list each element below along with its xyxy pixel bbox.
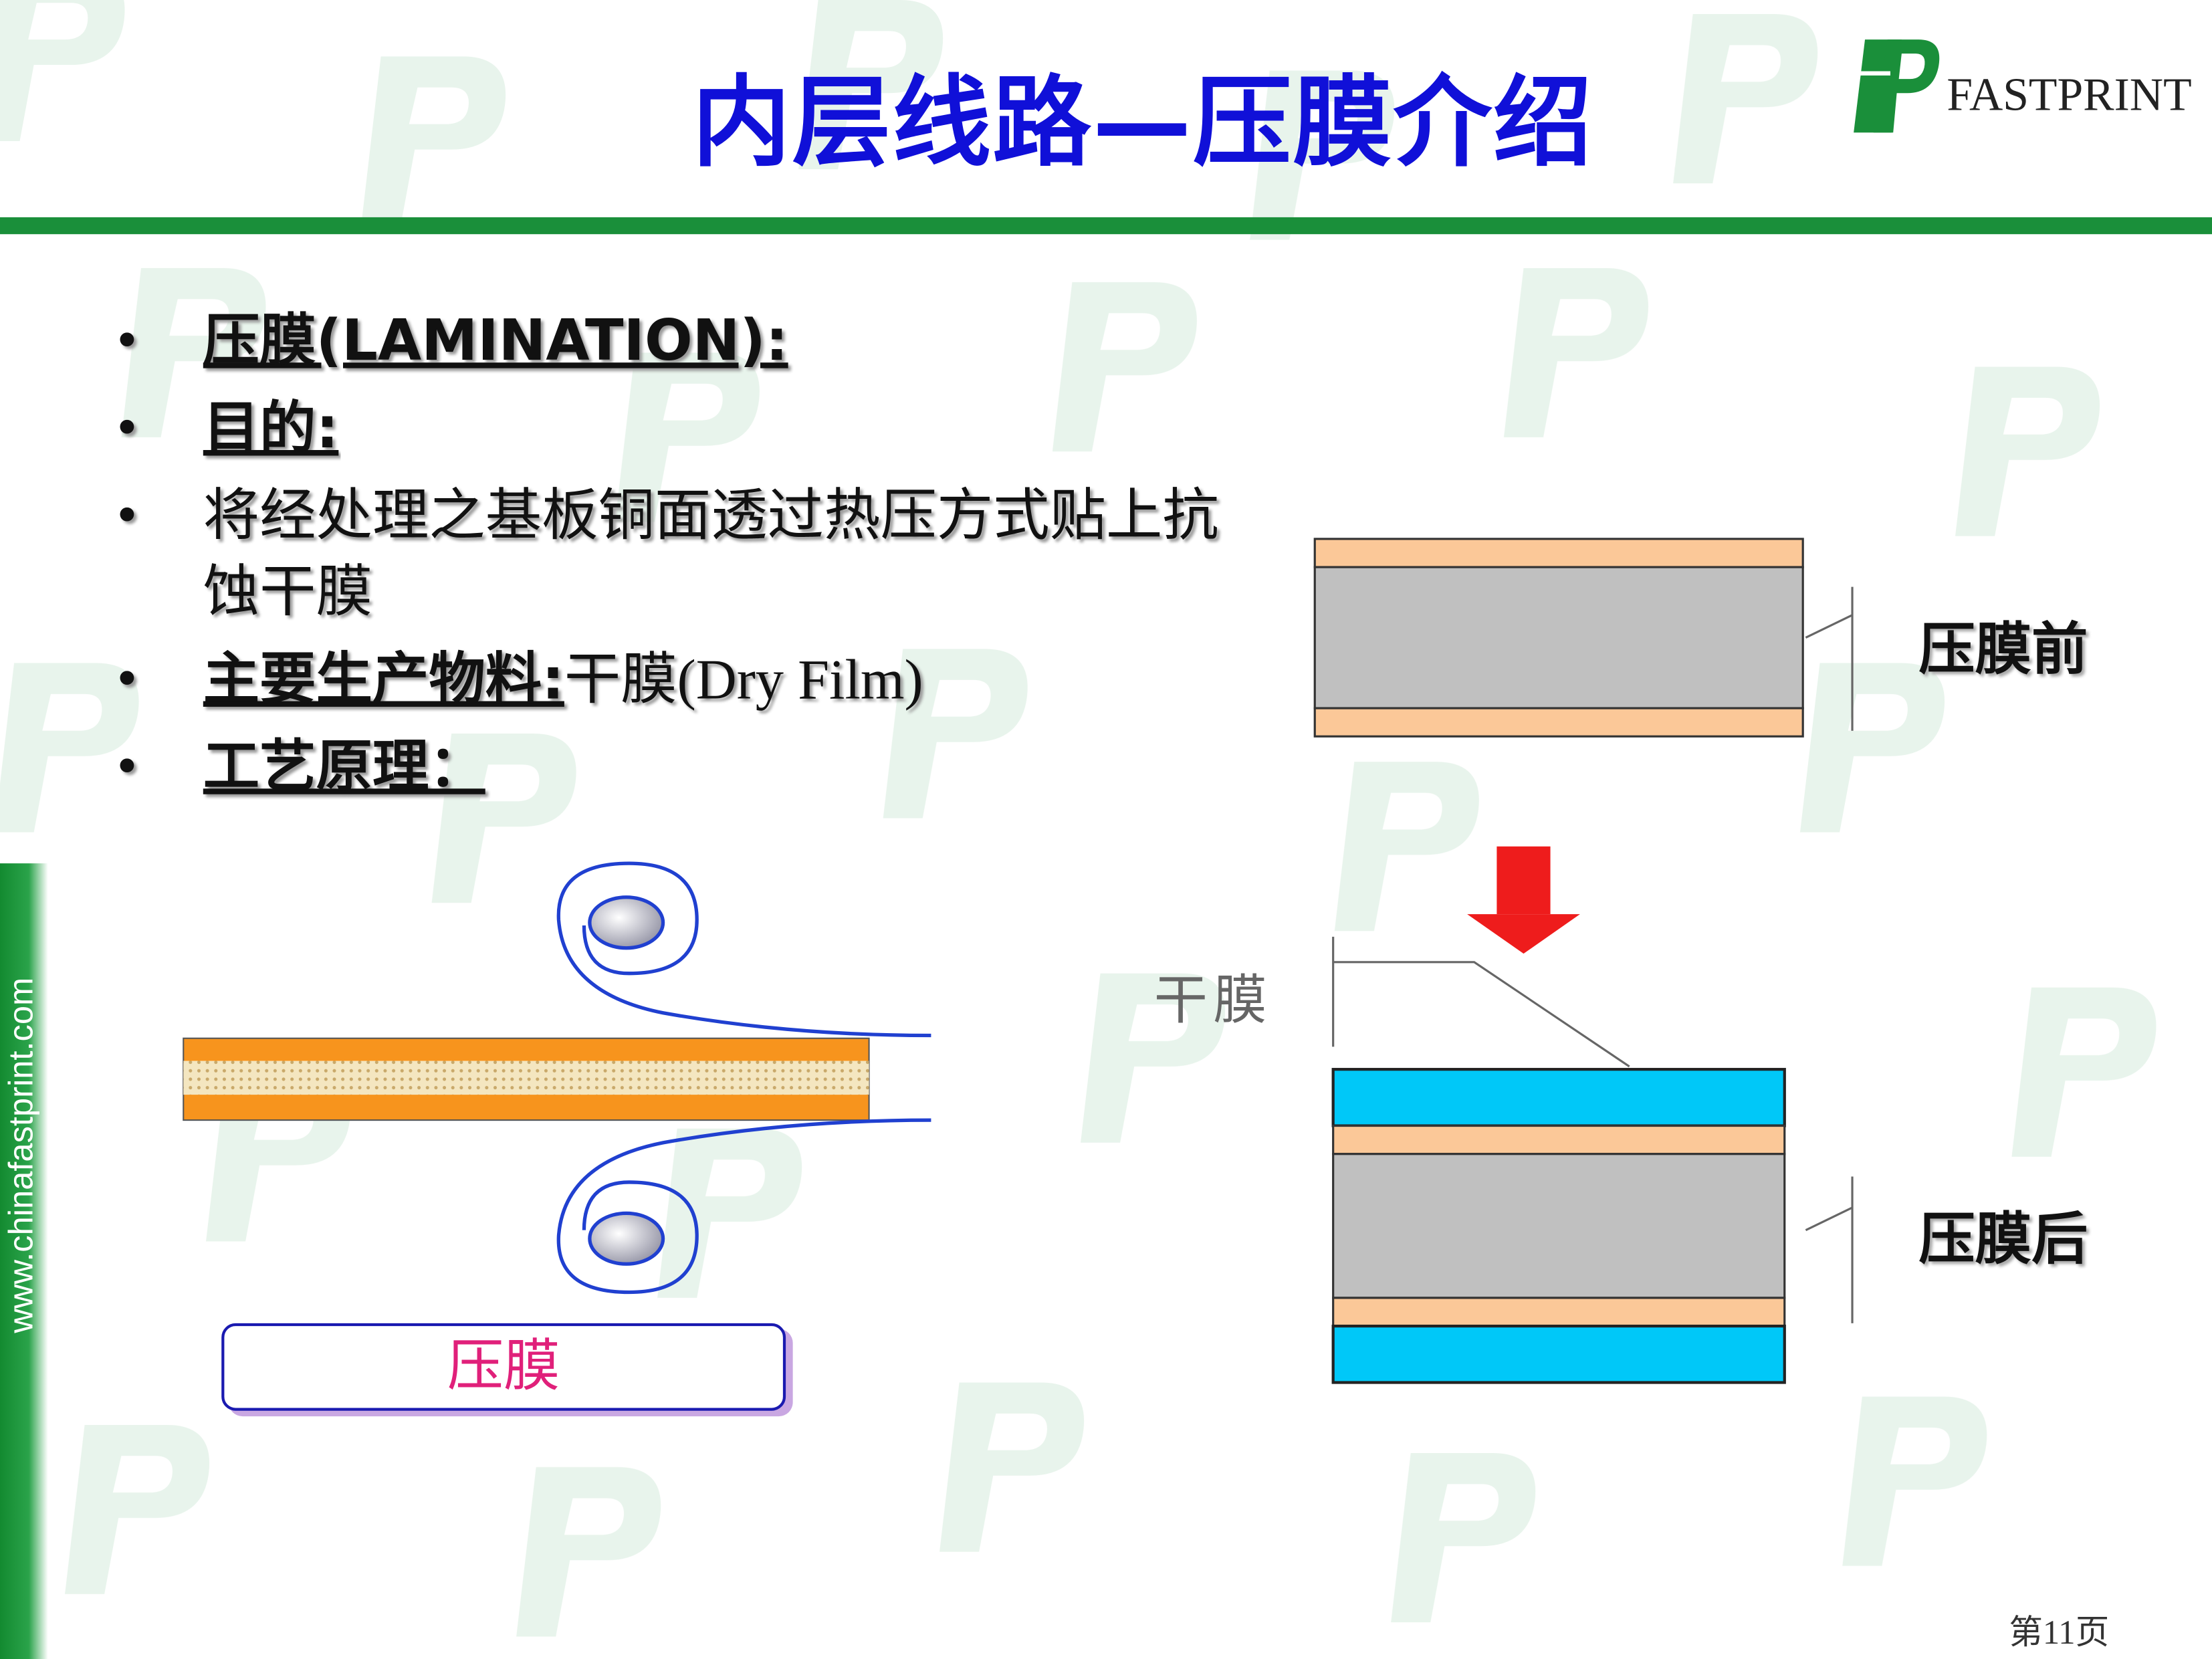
bullet-text: 干膜(Dry Film) bbox=[564, 647, 923, 711]
label-before: 压膜前 bbox=[1918, 618, 2088, 683]
bullet-text: 将经处理之基板铜面透过热压方式贴上抗蚀干膜 bbox=[203, 483, 1219, 625]
label-after: 压膜后 bbox=[1918, 1207, 2088, 1273]
header-rule bbox=[0, 217, 2212, 235]
bullet-purpose: •目的: bbox=[112, 396, 339, 461]
down-arrow-icon bbox=[1467, 846, 1580, 954]
process-label: 压膜 bbox=[447, 1334, 560, 1400]
roller-icon bbox=[588, 895, 665, 950]
panel-before bbox=[1313, 538, 1854, 738]
page-title: 内层线路—压膜介绍 bbox=[691, 65, 1593, 181]
roller-icon bbox=[588, 1211, 665, 1266]
bullet-label: 工艺原理： bbox=[203, 735, 485, 800]
roller-illustration bbox=[183, 861, 931, 1295]
fastprint-logo bbox=[1854, 39, 1940, 133]
process-label-box: 压膜 bbox=[221, 1323, 786, 1411]
panel-after bbox=[1331, 1068, 1854, 1384]
bullet-label: 目的: bbox=[203, 396, 339, 461]
label-dry-film: 干膜 bbox=[1153, 969, 1273, 1032]
logo-text: FASTPRINT bbox=[1947, 70, 2192, 122]
bullet-list: •压膜(LAMINATION): •目的: •将经处理之基板铜面透过热压方式贴上… bbox=[113, 304, 1242, 806]
bullet-lamination: •压膜(LAMINATION): bbox=[112, 309, 788, 374]
bullet-label: 压膜(LAMINATION): bbox=[203, 309, 788, 374]
page-number: 第11页 bbox=[2009, 1615, 2110, 1652]
bullet-purpose-text: •将经处理之基板铜面透过热压方式贴上抗蚀干膜 bbox=[112, 483, 1219, 625]
bullet-label: 主要生产物料: bbox=[203, 647, 564, 713]
bullet-principle: •工艺原理： bbox=[112, 735, 485, 800]
side-strip bbox=[0, 863, 48, 1659]
dry-film-leader bbox=[1333, 961, 1630, 1068]
bullet-material: •主要生产物料:干膜(Dry Film) bbox=[112, 647, 923, 713]
